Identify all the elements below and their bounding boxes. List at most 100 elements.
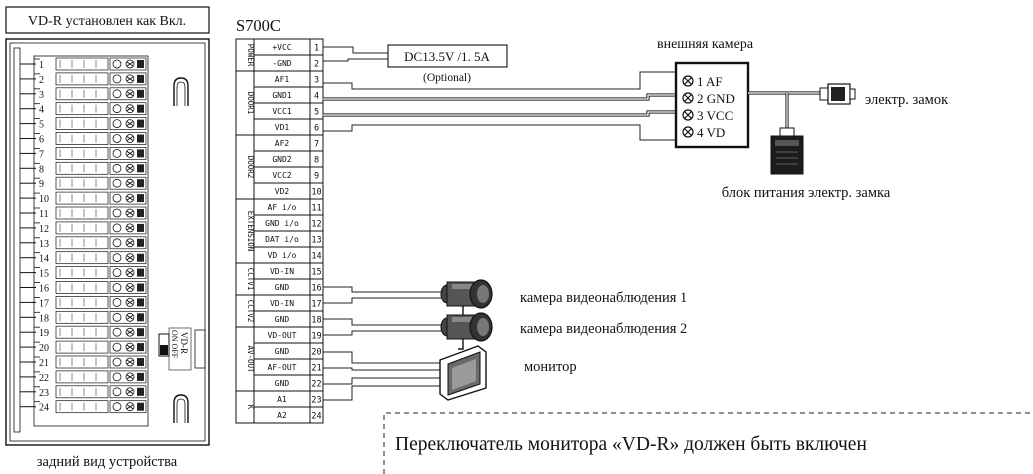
screw-terminal-icon <box>112 193 122 203</box>
device-terminal-number: 17 <box>39 298 49 309</box>
screw-terminal-icon <box>112 163 122 173</box>
terminal-pin-label: VD1 <box>275 123 290 132</box>
terminal-pin-label: +VCC <box>272 43 291 52</box>
device-terminal-number: 18 <box>39 313 49 324</box>
lock-psu-label: блок питания электр. замка <box>722 185 891 201</box>
screw-terminal-icon <box>112 119 122 128</box>
device-terminal-row: 24 <box>20 400 147 414</box>
dc-power-optional: (Optional) <box>423 72 471 84</box>
terminal-pin-number: 12 <box>311 220 321 230</box>
cctv-camera-icon <box>440 312 493 350</box>
device-terminal-number: 3 <box>39 90 44 101</box>
terminal-pin-label: VD-IN <box>270 299 294 308</box>
camera-terminal: 3 VCC <box>682 108 733 123</box>
screw-terminal-icon <box>112 342 122 352</box>
terminal-pin-label: DAT i/o <box>265 235 299 244</box>
device-caption: задний вид устройства <box>37 454 178 470</box>
camera-terminal-label: 1 AF <box>697 74 723 89</box>
terminal-group-name: AV-OUT <box>246 345 255 373</box>
dc-power-label: DC13.5V /1. 5A <box>404 49 490 64</box>
device-terminal-row: 9 <box>20 176 147 190</box>
device-terminal-number: 7 <box>39 149 44 160</box>
device-housing-inner <box>9 42 206 442</box>
mount-hook-icon <box>173 394 189 423</box>
electric-lock-icon <box>819 83 856 105</box>
device-terminal-number: 14 <box>39 254 49 265</box>
cctv-camera-icon <box>440 279 493 317</box>
terminal-pin-label: A2 <box>277 411 287 420</box>
terminal-pin-number: 1 <box>314 44 319 54</box>
terminal-pin-number: 5 <box>314 108 319 118</box>
vd-r-note-box <box>5 6 210 34</box>
screw-terminal-icon <box>112 297 122 307</box>
cctv-camera-1-label: камера видеонаблюдения 1 <box>520 290 687 306</box>
screw-terminal-icon <box>112 357 122 367</box>
device-terminal-number: 4 <box>39 105 44 116</box>
device-terminal-number: 21 <box>39 358 49 369</box>
cctv-camera-1: камера видеонаблюдения 1 <box>323 279 687 317</box>
terminal-pin-label: VD i/o <box>268 251 297 260</box>
device-terminal-number: 6 <box>39 135 44 146</box>
vd-r-switch-label: VD-R <box>179 332 189 354</box>
terminal-pin-label: GND <box>275 379 290 388</box>
screw-terminal-icon <box>112 327 122 337</box>
terminal-pin-number: 10 <box>311 188 321 198</box>
terminal-pin-label: -GND <box>272 59 291 68</box>
device-terminal-row: 20 <box>20 340 147 354</box>
vd-r-switch-states: ON OFF <box>170 330 179 359</box>
device-terminal-number: 1 <box>39 60 44 71</box>
power-supply: DC13.5V /1. 5A (Optional) <box>323 44 508 84</box>
terminal-group-name: DOOR1 <box>246 92 255 115</box>
device-terminal-row: 1 <box>20 57 147 71</box>
terminal-pin-number: 8 <box>314 156 319 166</box>
terminal-pin-number: 7 <box>314 140 319 150</box>
cctv-camera-2-label: камера видеонаблюдения 2 <box>520 321 687 337</box>
terminal-pin-label: VD-IN <box>270 267 294 276</box>
terminal-pin-label: GND2 <box>272 155 291 164</box>
screw-terminal-icon <box>112 134 122 143</box>
device-terminal-row: 7 <box>20 147 147 160</box>
terminal-pin-number: 17 <box>311 300 321 310</box>
notice-box: Переключатель монитора «VD-R» должен быт… <box>383 412 1033 474</box>
device-terminal-row: 13 <box>20 236 147 250</box>
terminal-group-name: K <box>246 405 255 410</box>
device-terminal-row: 16 <box>20 281 147 295</box>
device-terminal-number: 16 <box>39 284 49 295</box>
device-terminal-number: 12 <box>39 224 49 235</box>
camera-terminal-label: 4 VD <box>697 125 725 140</box>
device-rear-view: VD-R установлен как Вкл. 123456789101112… <box>5 6 210 470</box>
model-title: S700C <box>236 16 281 35</box>
terminal-group-name: EXTENSION <box>246 211 255 252</box>
monitor-icon <box>439 345 487 401</box>
terminal-pin-label: VD-OUT <box>268 331 297 340</box>
terminal-pin-label: AF-OUT <box>268 363 297 372</box>
device-terminal-number: 5 <box>39 120 44 131</box>
dc-power-box <box>387 44 508 68</box>
screw-terminal-icon <box>112 372 122 382</box>
terminal-pin-number: 23 <box>311 396 321 406</box>
terminal-pin-label: GND1 <box>272 91 291 100</box>
terminal-pin: VD-IN 17 <box>253 294 324 312</box>
terminal-pin-number: 3 <box>314 76 319 86</box>
terminal-pin-label: GND <box>275 283 290 292</box>
terminal-group-name: CCTV1 <box>246 268 255 291</box>
device-terminal-number: 2 <box>39 75 44 86</box>
device-terminal-row: 4 <box>20 102 147 116</box>
terminal-group-name: CCTV2 <box>246 300 255 323</box>
screw-terminal-icon <box>112 238 122 248</box>
device-side-rail <box>13 47 21 433</box>
